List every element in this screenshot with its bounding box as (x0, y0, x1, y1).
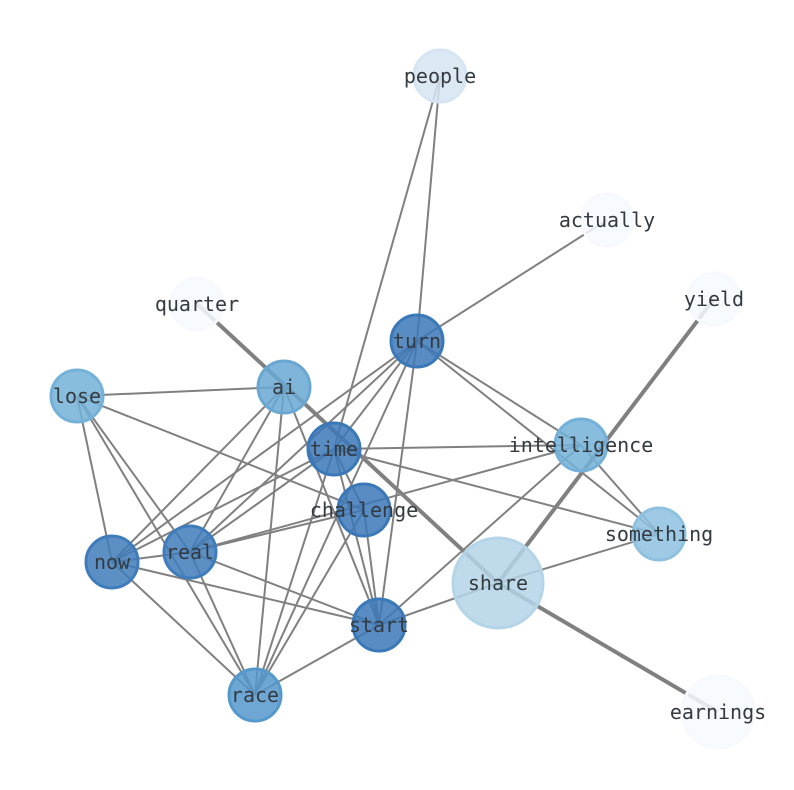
edge-time-intelligence (333, 444, 582, 450)
edge-ai-race (254, 386, 285, 696)
node-yield (686, 271, 742, 327)
node-earnings (680, 674, 756, 750)
edge-turn-real (189, 340, 418, 553)
edge-real-start (189, 551, 380, 626)
edge-ai-now (111, 386, 285, 563)
node-label-people: people (404, 64, 476, 88)
node-share (451, 536, 545, 630)
node-label-share: share (468, 571, 528, 595)
edge-time-start (333, 448, 380, 626)
edge-people-turn (416, 75, 441, 342)
edge-intelligence-start (378, 444, 582, 626)
edge-turn-start (378, 340, 418, 626)
node-real (162, 524, 218, 580)
node-label-race: race (231, 683, 279, 707)
edge-ai-lose (76, 386, 285, 397)
edge-ai-real (189, 386, 285, 553)
edge-lose-challenge (76, 395, 365, 511)
edge-actually-turn (416, 219, 608, 342)
node-label-something: something (605, 522, 713, 546)
edge-time-now (111, 448, 335, 563)
labels-layer: people actually quarter yield turn ai lose time… (53, 64, 766, 724)
node-ai (256, 359, 312, 415)
node-intelligence (553, 417, 609, 473)
node-actually (579, 192, 635, 248)
node-label-actually: actually (559, 208, 655, 232)
node-now (84, 534, 140, 590)
nodes-layer (49, 48, 756, 750)
edge-turn-something (416, 340, 660, 535)
node-label-earnings: earnings (670, 700, 766, 724)
edge-time-real (189, 448, 335, 553)
node-label-intelligence: intelligence (509, 433, 654, 457)
node-label-real: real (166, 540, 214, 564)
node-label-now: now (94, 550, 131, 574)
edge-turn-now (111, 340, 418, 563)
node-label-challenge: challenge (310, 498, 418, 522)
edge-challenge-race (254, 509, 365, 696)
edge-lose-now (76, 395, 113, 563)
node-label-start: start (349, 613, 409, 637)
node-label-turn: turn (393, 329, 441, 353)
node-race (227, 667, 283, 723)
edge-ai-start (283, 386, 380, 626)
node-start (351, 597, 407, 653)
node-something (631, 506, 687, 562)
node-label-quarter: quarter (155, 292, 239, 316)
node-challenge (336, 482, 392, 538)
edge-time-race (254, 448, 335, 696)
node-people (412, 48, 468, 104)
edge-time-something (333, 448, 660, 535)
node-lose (49, 368, 105, 424)
edge-people-time (333, 75, 441, 450)
node-label-yield: yield (684, 287, 744, 311)
edge-now-start (111, 561, 380, 626)
edge-turn-intelligence (416, 340, 582, 446)
node-label-ai: ai (272, 375, 296, 399)
edge-lose-real (76, 395, 191, 553)
node-time (306, 421, 362, 477)
node-label-lose: lose (53, 384, 101, 408)
node-label-time: time (310, 437, 358, 461)
edge-now-race (111, 561, 256, 696)
node-turn (389, 313, 445, 369)
node-quarter (169, 276, 225, 332)
edge-challenge-real (189, 509, 365, 553)
